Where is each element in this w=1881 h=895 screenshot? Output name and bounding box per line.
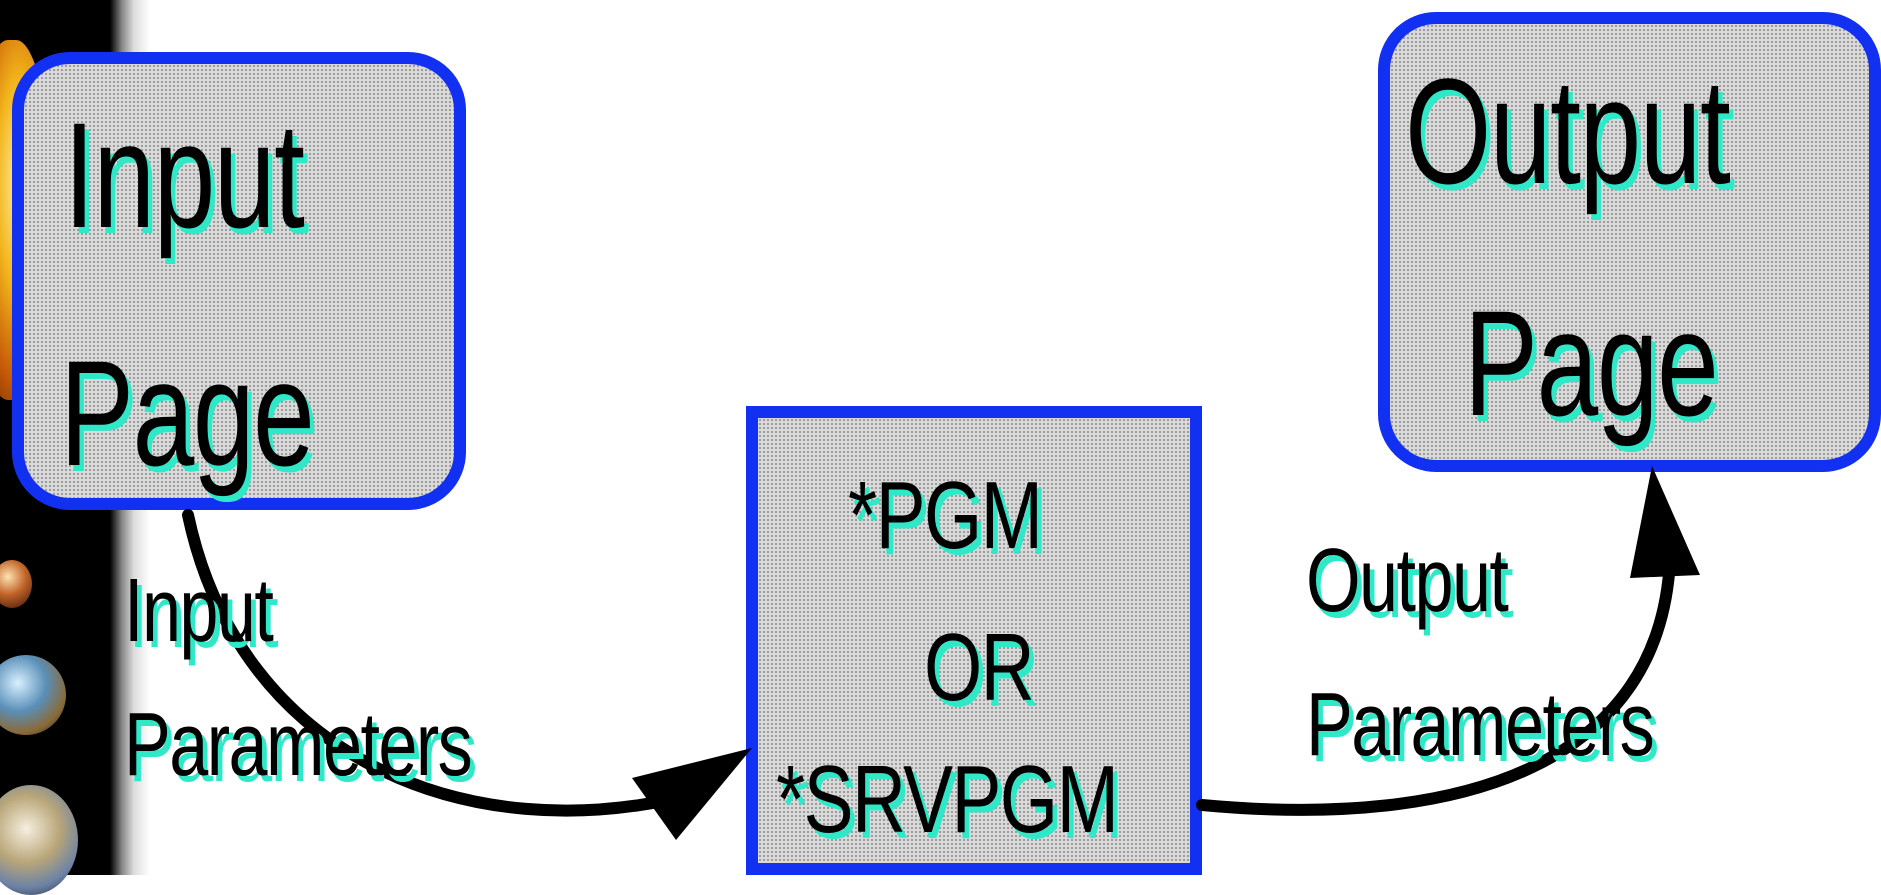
input-page-box [12, 52, 466, 510]
input-page-title-line1: Input [64, 91, 305, 259]
input-arrow-curve [182, 509, 696, 817]
output-page-title-line2: Page [1464, 279, 1719, 447]
flow-arrows [182, 466, 1700, 840]
input-parameters-label-line1: Input [124, 561, 274, 661]
output-page-box [1378, 12, 1881, 472]
planet-image-earth [0, 655, 66, 735]
output-arrow-head [1630, 466, 1700, 578]
output-arrow-curve [1196, 554, 1676, 816]
program-box [746, 406, 1202, 875]
program-label-line2: OR [924, 614, 1035, 721]
output-parameters-label-line1: Output [1306, 531, 1509, 631]
input-parameters-label-line2: Parameters [124, 695, 473, 795]
input-page-title-line2: Page [60, 329, 315, 497]
output-parameters-label-line2: Parameters [1306, 675, 1655, 775]
output-page-title-line1: Output [1405, 47, 1731, 215]
planet-image-mars [0, 560, 32, 608]
input-arrow-head [632, 748, 752, 840]
program-label-line3: *SRVPGM [776, 746, 1119, 853]
program-label-line1: *PGM [848, 462, 1043, 569]
